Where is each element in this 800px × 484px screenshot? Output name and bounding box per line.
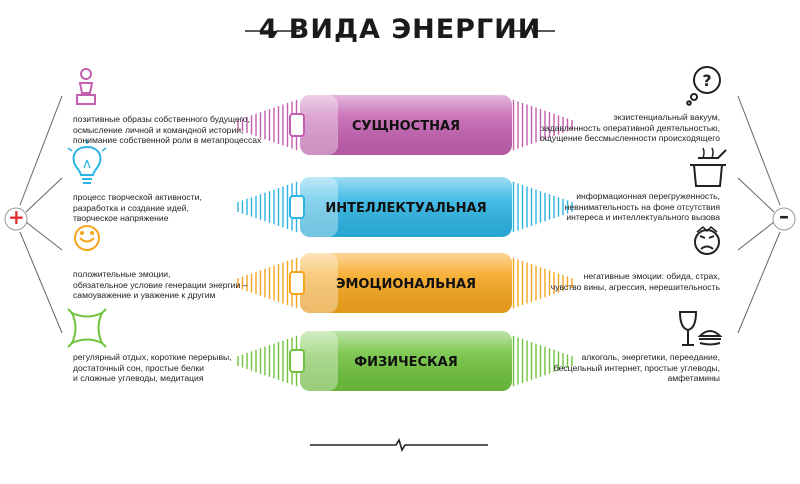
note-line: позитивные образы собственного будущего, xyxy=(73,114,250,124)
note-line: достаточный сон, простые белки xyxy=(73,362,204,373)
battery-terminal xyxy=(289,271,305,295)
battery-label-intellectual: ИНТЕЛЛЕКТУАЛЬНАЯ xyxy=(325,201,487,216)
battery-terminal xyxy=(289,113,305,137)
note-line: интереса и интеллектуального вызова xyxy=(566,212,720,223)
note-line: процесс творческой активности, xyxy=(73,192,202,202)
icon-layer: ? xyxy=(67,66,727,348)
note-line: самоуважение и уважение к другим xyxy=(73,290,216,301)
negative-note-spiritual: экзистенциальный вакуум, задавленность о… xyxy=(530,112,720,144)
minus-sign: – xyxy=(779,204,789,228)
title-decoration-left xyxy=(245,24,300,38)
note-line: регулярный отдых, короткие перерывы, xyxy=(73,352,232,362)
negative-note-intellectual: информационная перегруженность, невнимат… xyxy=(530,191,720,223)
minus-connectors xyxy=(737,95,781,334)
note-line: негативные эмоции: обида, страх, xyxy=(583,271,720,281)
battery-label-spiritual: СУЩНОСТНАЯ xyxy=(351,119,461,134)
battery-terminal xyxy=(289,349,305,373)
battery-band xyxy=(300,177,338,237)
wave-right-intellectual xyxy=(512,181,573,233)
note-line: обязательное условие генерации энергии – xyxy=(73,279,248,290)
boiling-pot-icon xyxy=(690,147,727,187)
wave-right-emotional xyxy=(512,257,573,309)
title-decoration-right xyxy=(510,24,555,38)
note-line: и сложные углеводы, медитация xyxy=(73,373,204,384)
note-line: понимание собственной роли в метапроцесс… xyxy=(73,135,262,146)
battery-intellectual xyxy=(237,177,573,237)
battery-layer xyxy=(237,95,573,391)
note-line: экзистенциальный вакуум, xyxy=(613,112,720,122)
positive-note-spiritual: позитивные образы собственного будущего,… xyxy=(73,114,263,146)
lightbulb-icon xyxy=(67,140,107,184)
battery-shine xyxy=(300,177,512,237)
note-line: задавленность оперативной деятельностью, xyxy=(541,122,720,133)
note-line: алкоголь, энергетики, переедание, xyxy=(581,352,720,362)
positive-note-physical: регулярный отдых, короткие перерывы, дос… xyxy=(73,352,263,384)
battery-terminal xyxy=(289,195,305,219)
battery-emotional xyxy=(237,253,573,313)
wave-left-intellectual xyxy=(237,181,298,233)
note-line: ощущение бессмысленности происходящего xyxy=(539,133,720,144)
battery-shine xyxy=(300,253,512,313)
battery-band xyxy=(300,331,338,391)
note-line: невнимательность на фоне отсутствия xyxy=(564,201,720,212)
note-line: творческое напряжение xyxy=(73,213,169,224)
wave-right-spiritual xyxy=(512,99,573,151)
battery-band xyxy=(300,253,338,313)
plus-circle xyxy=(4,207,28,231)
note-line: осмысление личной и командной истории, xyxy=(73,124,244,135)
positive-note-intellectual: процесс творческой активности, разработк… xyxy=(73,192,263,224)
person-pedestal-icon xyxy=(76,68,96,105)
note-line: амфетамины xyxy=(667,373,720,384)
battery-shine xyxy=(300,331,512,391)
smiley-face-icon xyxy=(74,225,100,251)
question-thought-icon: ? xyxy=(686,66,721,106)
negative-note-emotional: негативные эмоции: обида, страх, чувство… xyxy=(530,271,720,292)
wave-right-physical xyxy=(512,335,573,387)
svg-text:?: ? xyxy=(702,71,711,90)
battery-spiritual xyxy=(237,95,573,155)
battery-shine xyxy=(300,95,512,155)
bottom-decoration xyxy=(310,438,488,452)
angry-face-icon xyxy=(694,225,720,255)
negative-note-physical: алкоголь, энергетики, переедание, бесцел… xyxy=(530,352,720,384)
note-line: разработка и создание идей, xyxy=(73,202,189,213)
positive-note-emotional: положительные эмоции, обязательное услов… xyxy=(73,269,263,301)
plus-sign: + xyxy=(8,205,25,229)
battery-label-emotional: ЭМОЦИОНАЛЬНАЯ xyxy=(335,277,477,292)
note-line: бесцельный интернет, простые углеводы, xyxy=(553,362,720,373)
page-title: 4 ВИДА ЭНЕРГИИ xyxy=(258,14,542,45)
pillow-icon xyxy=(67,308,107,348)
battery-band xyxy=(300,95,338,155)
battery-physical xyxy=(237,331,573,391)
wine-burger-icon xyxy=(678,311,723,346)
note-line: чувство вины, агрессия, нерешительность xyxy=(550,281,720,292)
note-line: информационная перегруженность, xyxy=(576,191,720,201)
minus-circle xyxy=(772,207,796,231)
plus-connectors xyxy=(19,95,63,334)
battery-label-physical: ФИЗИЧЕСКАЯ xyxy=(354,355,458,370)
note-line: положительные эмоции, xyxy=(73,269,171,279)
